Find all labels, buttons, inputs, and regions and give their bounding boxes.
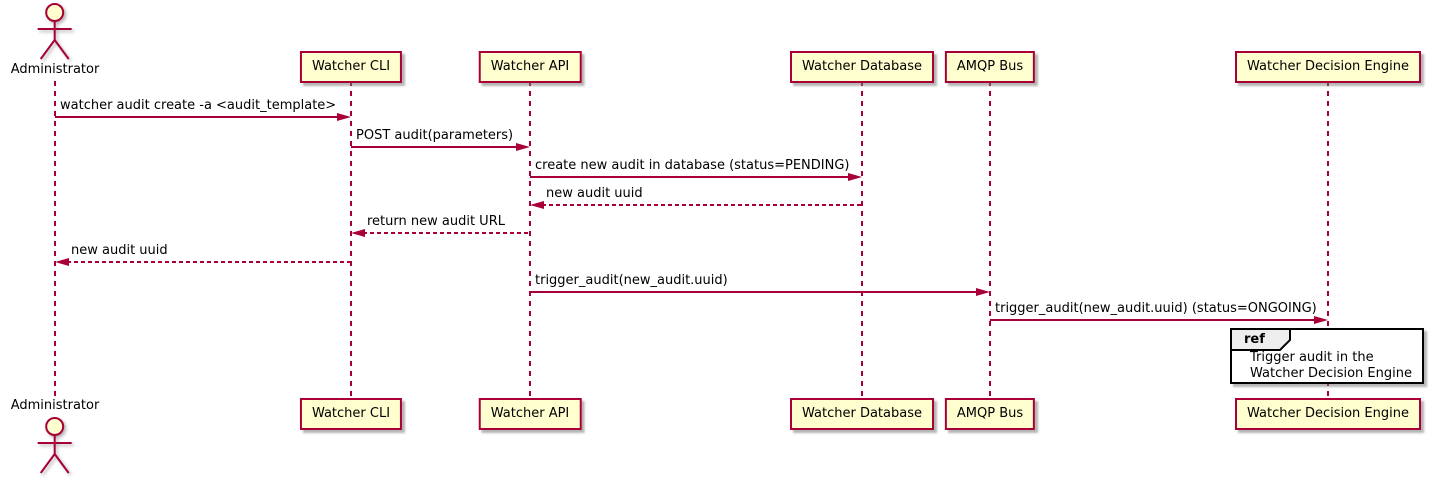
actor-label: Administrator (10, 62, 100, 77)
lifeline-db (861, 81, 863, 398)
message-7-arrowhead (976, 288, 990, 296)
message-5-arrowhead (351, 229, 365, 237)
message-3-arrowhead (848, 173, 862, 181)
message-6-line (67, 261, 351, 263)
message-2-arrowhead (516, 143, 530, 151)
message-3-line (530, 176, 850, 178)
actor-label: Administrator (10, 398, 100, 413)
participant-bottom-cli: Watcher CLI (299, 398, 403, 430)
message-7-line (530, 291, 978, 293)
message-1-line (55, 116, 339, 118)
message-3-label: create new audit in database (status=PEN… (535, 158, 850, 173)
participant-top-db: Watcher Database (790, 51, 934, 83)
participant-bottom-amqp: AMQP Bus (944, 398, 1036, 430)
ref-text-line-1: Trigger audit in the (1250, 350, 1374, 365)
actor-top-admin: Administrator (10, 2, 100, 78)
participant-top-wde: Watcher Decision Engine (1235, 51, 1421, 83)
message-8-label: trigger_audit(new_audit.uuid) (status=ON… (995, 301, 1317, 316)
ref-fragment: ref Trigger audit in the Watcher Decisio… (1230, 328, 1424, 384)
participant-top-cli: Watcher CLI (299, 51, 403, 83)
lifeline-wde (1327, 81, 1329, 398)
lifeline-amqp (989, 81, 991, 398)
message-8-arrowhead (1314, 316, 1328, 324)
ref-text-line-2: Watcher Decision Engine (1250, 366, 1412, 381)
message-8-line (990, 319, 1316, 321)
message-6-label: new audit uuid (71, 243, 168, 258)
lifeline-cli (350, 81, 352, 398)
message-1-label: watcher audit create -a <audit_template> (60, 98, 337, 113)
message-6-arrowhead (55, 258, 69, 266)
ref-keyword: ref (1244, 332, 1265, 347)
message-4-line (542, 204, 862, 206)
message-5-line (363, 232, 530, 234)
message-1-arrowhead (337, 113, 351, 121)
participant-bottom-db: Watcher Database (790, 398, 934, 430)
message-4-label: new audit uuid (546, 186, 643, 201)
lifeline-admin (54, 81, 56, 398)
actor-icon (38, 3, 72, 60)
participant-bottom-wde: Watcher Decision Engine (1235, 398, 1421, 430)
participant-top-api: Watcher API (478, 51, 582, 83)
participant-bottom-api: Watcher API (478, 398, 582, 430)
message-4-arrowhead (530, 201, 544, 209)
message-2-label: POST audit(parameters) (356, 128, 514, 143)
actor-bottom-admin: Administrator (10, 398, 100, 476)
message-2-line (351, 146, 518, 148)
ref-tab-icon (1230, 328, 1291, 351)
lifeline-api (529, 81, 531, 398)
ref-text: Trigger audit in the Watcher Decision En… (1250, 350, 1412, 382)
actor-icon (38, 417, 72, 474)
message-7-label: trigger_audit(new_audit.uuid) (535, 273, 728, 288)
message-5-label: return new audit URL (367, 214, 505, 229)
participant-top-amqp: AMQP Bus (944, 51, 1036, 83)
